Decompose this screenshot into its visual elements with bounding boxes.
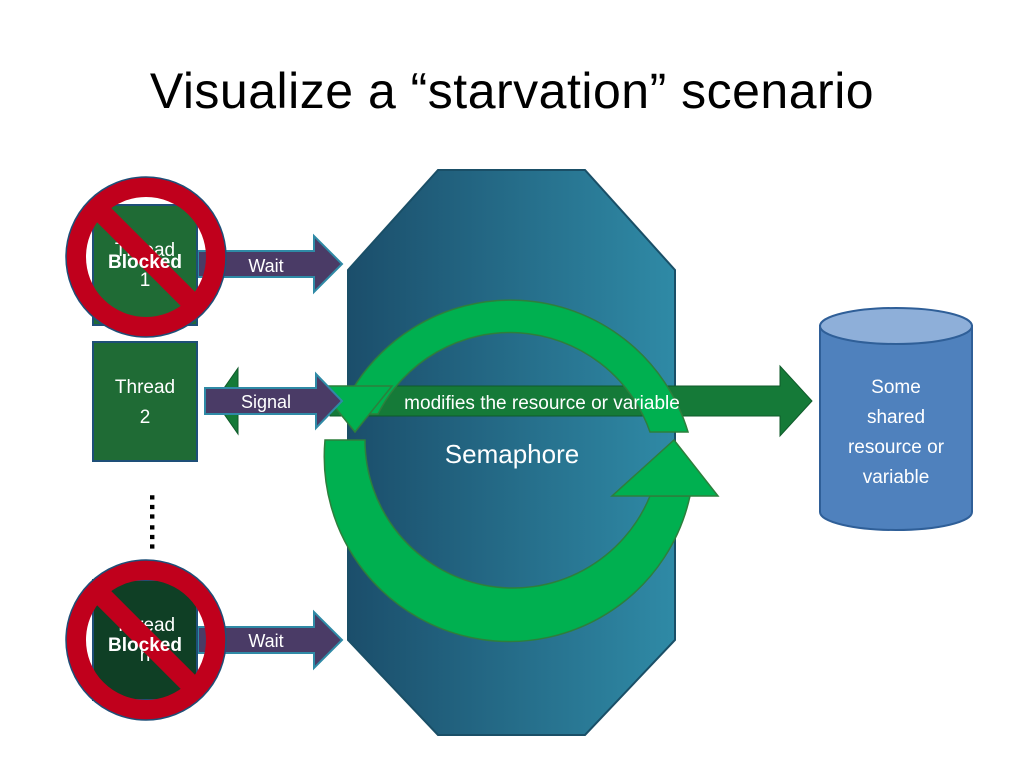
cycle-arrows-icon [316, 299, 720, 643]
resource-line-3: resource or [848, 437, 945, 458]
thread-2-label-line2: 2 [140, 407, 151, 428]
thread-n-label-line2: n [140, 645, 151, 666]
shared-resource-cylinder: Some shared resource or variable [819, 307, 973, 531]
resource-line-1: Some [871, 377, 921, 398]
blocked-sign-1-icon [65, 176, 227, 338]
signal-arrow [204, 371, 344, 431]
resource-line-4: variable [863, 467, 930, 488]
wait-label-bottom: Wait [248, 631, 283, 651]
semaphore-label: Semaphore [445, 439, 579, 469]
blocked-label-1: Blocked [108, 252, 182, 273]
wait-label-top: Wait [248, 256, 283, 276]
blocked-sign-n-icon [65, 559, 227, 721]
modifies-arrow [329, 364, 813, 438]
blocked-label-n: Blocked [108, 635, 182, 656]
slide-title: Visualize a “starvation” scenario [149, 63, 875, 119]
thread-2-box: Thread 2 [92, 341, 198, 462]
thread-1-label-line2: 1 [140, 270, 151, 291]
thread-2-label-line1: Thread [115, 377, 175, 398]
resource-line-2: shared [867, 407, 925, 428]
more-threads-ellipsis: …… [143, 492, 176, 552]
signal-label: Signal [241, 392, 291, 412]
modifies-label: modifies the resource or variable [404, 393, 680, 414]
